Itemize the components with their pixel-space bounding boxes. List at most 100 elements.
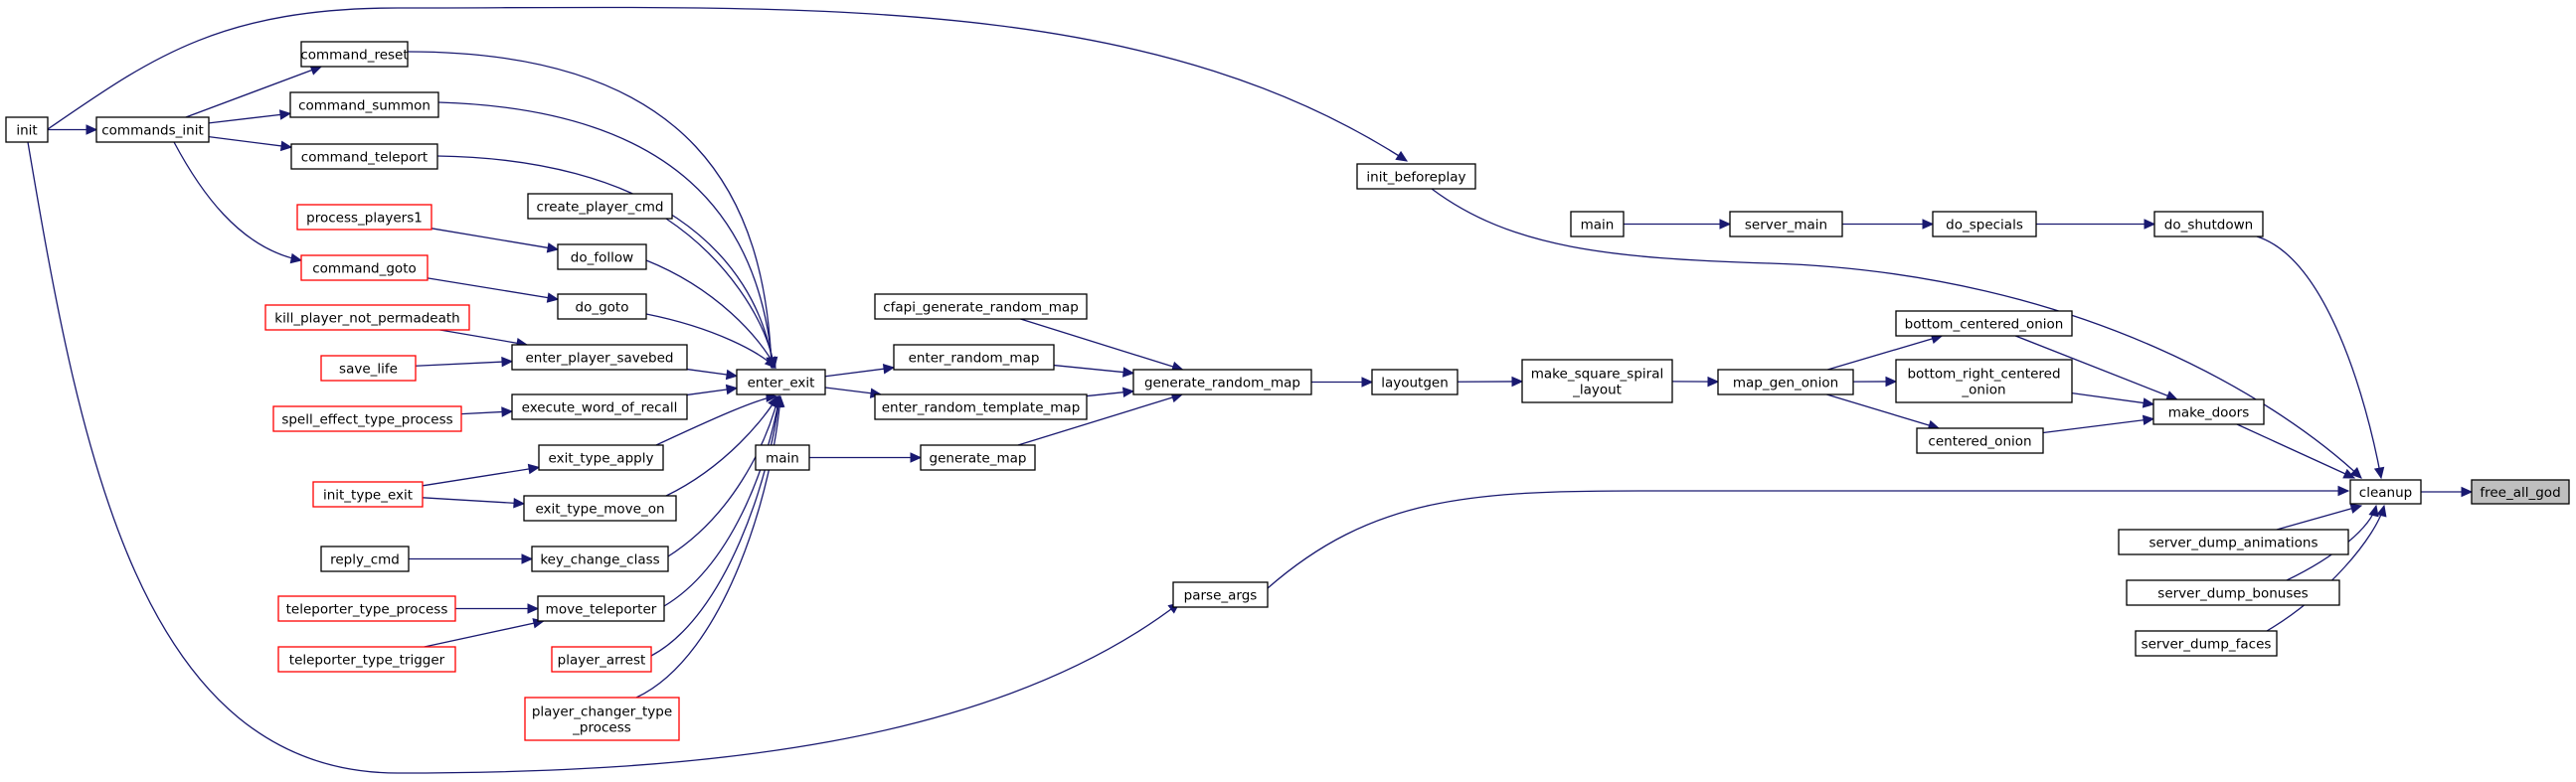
edge-line [1017,393,1183,446]
edge-line [635,395,781,699]
node-label: server_dump_animations [2149,536,2318,551]
edges-layer [27,6,2474,774]
node-centered-onion[interactable]: centered_onion [1916,427,2044,454]
node-layoutgen[interactable]: layoutgen [1371,369,1459,395]
node-server-main[interactable]: server_main [1729,211,1843,237]
node-command-goto[interactable]: command_goto [300,254,429,281]
node-main-top[interactable]: main [1570,211,1625,237]
node-box [2135,630,2278,657]
node-box [511,393,688,420]
node-player-changer-type-process[interactable]: player_changer_type_process [524,697,680,741]
edge-save_life-to-enter_player_savebed [415,356,514,368]
node-label: move_teleporter [546,602,657,618]
node-server-dump-bonuses[interactable]: server_dump_bonuses [2126,579,2340,606]
edge-player_changer_type_process-to-enter_exit [635,394,785,699]
edge-enter_exit-to-enter_random_template_map [824,387,883,398]
node-save-life[interactable]: save_life [320,355,417,382]
node-box [557,243,647,270]
node-command-summon[interactable]: command_summon [289,91,439,118]
edge-enter_player_savebed-to-enter_exit [686,368,739,381]
node-box [2152,398,2265,425]
node-exit-type-apply[interactable]: exit_type_apply [538,444,664,471]
node-generate-random-map[interactable]: generate_random_map [1132,369,1312,395]
node-do-follow[interactable]: do_follow [557,243,647,270]
node-exit-type-move-on[interactable]: exit_type_move_on [523,495,677,522]
node-generate-map[interactable]: generate_map [920,444,1036,471]
node-execute-word-of-recall[interactable]: execute_word_of_recall [511,393,688,420]
arrow-head [501,356,514,368]
edge-line [422,497,525,505]
edge-line [665,218,775,369]
arrow-head [2165,391,2178,401]
node-move-teleporter[interactable]: move_teleporter [537,595,665,622]
node-box [5,116,49,143]
node-label: centered_onion [1928,434,2031,450]
edge-server_dump_faces-to-cleanup [2266,504,2387,632]
node-player-arrest[interactable]: player_arrest [551,646,652,673]
node-label: key_change_class [540,552,659,568]
node-do-specials[interactable]: do_specials [1932,211,2037,237]
node-cfapi-generate-random-map[interactable]: cfapi_generate_random_map [874,293,1088,320]
arrow-head [2144,219,2156,230]
node-bottom-centered-onion[interactable]: bottom_centered_onion [1895,310,2073,337]
node-cleanup[interactable]: cleanup [2349,479,2422,505]
node-parse-args[interactable]: parse_args [1172,581,1269,608]
node-init-beforeplay[interactable]: init_beforeplay [1356,163,1476,190]
node-box [1521,359,1673,403]
node-label: enter_player_savebed [526,351,674,367]
edge-server_dump_animations-to-cleanup [2276,503,2363,531]
arrow-head [725,384,739,395]
node-bottom-right-centered-onion[interactable]: bottom_right_centered_onion [1895,359,2073,403]
node-teleporter-type-process[interactable]: teleporter_type_process [277,595,456,622]
node-label: player_arrest [558,653,646,669]
node-enter-random-map[interactable]: enter_random_map [893,344,1055,371]
node-do-goto[interactable]: do_goto [557,293,647,320]
edge-execute_word_of_recall-to-enter_exit [686,384,739,396]
node-label: enter_exit [748,376,815,391]
node-label: exit_type_move_on [535,502,664,518]
node-command-teleport[interactable]: command_teleport [290,143,438,170]
node-box [320,355,417,382]
node-label: exit_type_apply [549,451,654,467]
node-map-gen-onion[interactable]: map_gen_onion [1717,369,1854,395]
node-server-dump-faces[interactable]: server_dump_faces [2135,630,2278,657]
node-box [1895,310,2073,337]
edge-commands_init-to-command_goto [173,141,303,264]
node-label: generate_random_map [1144,376,1300,391]
edge-process_players1-to-do_follow [430,228,560,253]
node-init[interactable]: init [5,116,49,143]
node-label: init_beforeplay [1366,170,1465,186]
node-key-change-class[interactable]: key_change_class [531,546,669,572]
edge-line [422,466,540,487]
node-process-players1[interactable]: process_players1 [296,204,432,231]
node-commands-init[interactable]: commands_init [95,116,210,143]
edge-line [439,329,528,346]
node-kill-player-not-permadeath[interactable]: kill_player_not_permadeath [264,304,470,331]
node-teleporter-type-trigger[interactable]: teleporter_type_trigger [277,646,456,673]
node-main-mid[interactable]: main [755,444,810,471]
node-do-shutdown[interactable]: do_shutdown [2153,211,2264,237]
node-label: server_dump_faces [2142,637,2272,653]
node-enter-random-template-map[interactable]: enter_random_template_map [874,393,1088,420]
node-box [300,41,409,68]
edge-do_specials-to-do_shutdown [2036,219,2156,230]
node-box [277,595,456,622]
node-free-all-god[interactable]: free_all_god [2471,479,2570,505]
node-make-doors[interactable]: make_doors [2152,398,2265,425]
node-command-reset[interactable]: command_reset [300,41,409,68]
node-enter-exit[interactable]: enter_exit [736,369,826,395]
node-enter-player-savebed[interactable]: enter_player_savebed [511,344,688,371]
node-init-type-exit[interactable]: init_type_exit [312,481,424,508]
node-reply-cmd[interactable]: reply_cmd [320,546,410,572]
arrow-head [2142,397,2155,408]
edge-init-to-init_beforeplay [47,6,1409,162]
node-server-dump-animations[interactable]: server_dump_animations [2118,529,2349,555]
node-spell-effect-type-process[interactable]: spell_effect_type_process [272,405,462,432]
node-make-square-spiral-layout[interactable]: make_square_spiral_layout [1521,359,1673,403]
node-create-player-cmd[interactable]: create_player_cmd [527,193,673,220]
node-label: command_goto [312,261,417,277]
node-box [920,444,1036,471]
arrow-head [2349,503,2363,514]
node-box [527,193,673,220]
node-label: parse_args [1184,588,1258,604]
